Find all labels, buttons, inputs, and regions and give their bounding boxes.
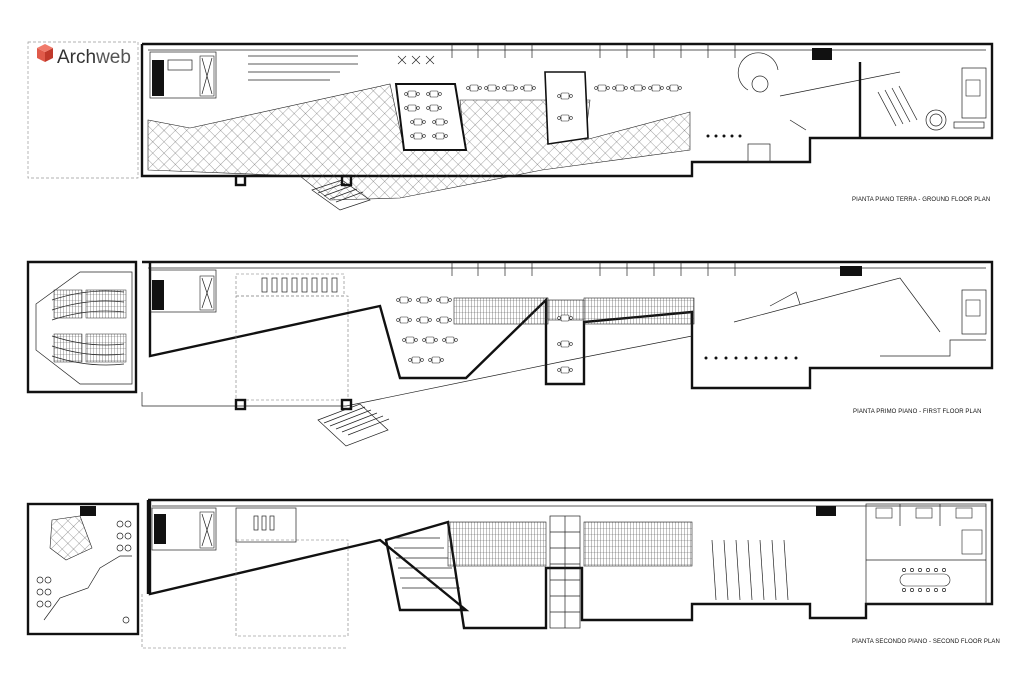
second-floor-office-block <box>816 503 987 605</box>
ground-floor-plan: PIANTA PIANO TERRA - GROUND FLOOR PLAN <box>140 42 994 211</box>
first-floor-plan: PIANTA PRIMO PIANO - FIRST FLOOR PLAN <box>26 260 994 447</box>
ground-floor-plan-title: PIANTA PIANO TERRA - GROUND FLOOR PLAN <box>852 197 990 203</box>
logo-text-web: web <box>95 47 131 68</box>
archweb-logo-icon <box>37 44 53 62</box>
second-floor-left-block <box>26 502 140 636</box>
second-floor-plan-title: PIANTA SECONDO PIANO - SECOND FLOOR PLAN <box>852 639 1000 645</box>
first-floor-plan-title: PIANTA PRIMO PIANO - FIRST FLOOR PLAN <box>853 409 982 415</box>
archweb-logo-text: Archweb <box>57 47 131 68</box>
second-floor-plan: PIANTA SECONDO PIANO - SECOND FLOOR PLAN <box>26 498 1000 649</box>
auditorium <box>26 260 138 394</box>
archweb-logo: Archweb <box>27 41 139 179</box>
logo-text-arch: Arch <box>57 47 96 68</box>
